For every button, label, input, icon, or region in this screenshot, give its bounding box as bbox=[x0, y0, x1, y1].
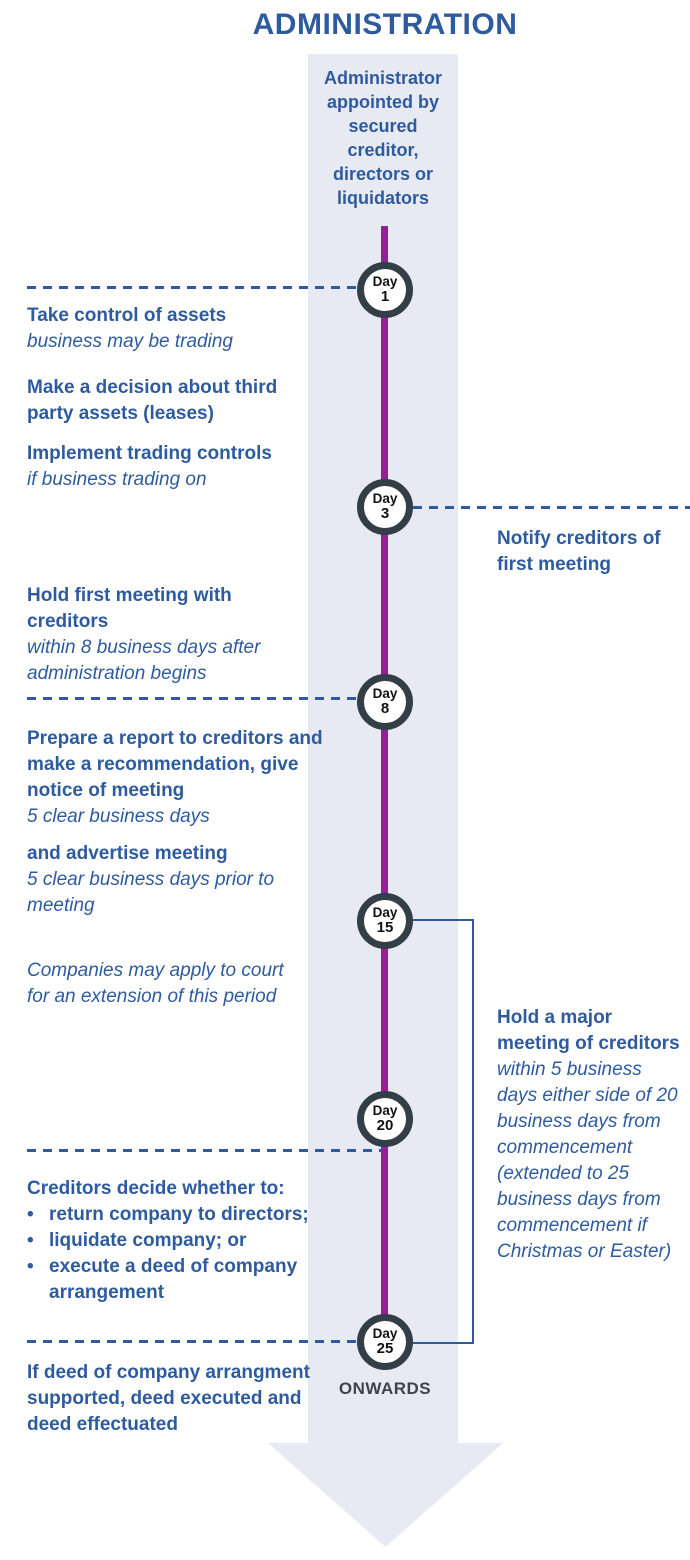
step-subtext: business may be trading bbox=[27, 331, 233, 352]
timeline-node-day25: Day 25 bbox=[357, 1314, 413, 1370]
list-item: • return company to directors; bbox=[27, 1202, 347, 1228]
step-title: If deed of company arrangment supported,… bbox=[27, 1362, 310, 1435]
note-text: Companies may apply to court for an exte… bbox=[27, 960, 284, 1007]
timeline-node-day1: Day 1 bbox=[357, 262, 413, 318]
bullet-icon: • bbox=[27, 1230, 34, 1251]
list-item-text: execute a deed of company arrangement bbox=[49, 1256, 298, 1303]
step-subtext: within 5 business days either side of 20… bbox=[497, 1059, 678, 1262]
step-title: Implement trading controls bbox=[27, 443, 272, 464]
node-label: Day bbox=[372, 274, 398, 289]
node-label: Day bbox=[372, 686, 398, 701]
timeline-node-day8: Day 8 bbox=[357, 674, 413, 730]
dashed-connector-day3 bbox=[413, 506, 690, 509]
page-title: ADMINISTRATION bbox=[252, 8, 518, 41]
timeline-node-day15: Day 15 bbox=[357, 893, 413, 949]
node-number: 1 bbox=[380, 288, 390, 305]
node-label: Day bbox=[372, 1103, 398, 1118]
step-title: Take control of assets bbox=[27, 305, 227, 326]
timeline-line bbox=[381, 226, 388, 1342]
step-title: and advertise meeting bbox=[27, 843, 228, 864]
step-title: Hold a major meeting of creditors bbox=[497, 1007, 680, 1054]
step-advertise-meeting: and advertise meeting 5 clear business d… bbox=[27, 841, 287, 919]
step-title: Make a decision about third party assets… bbox=[27, 377, 278, 424]
step-third-party-assets: Make a decision about third party assets… bbox=[27, 375, 327, 427]
node-number: 3 bbox=[380, 505, 390, 522]
step-title: Hold first meeting with creditors bbox=[27, 585, 232, 632]
step-prepare-report: Prepare a report to creditors and make a… bbox=[27, 726, 327, 830]
step-notify-creditors: Notify creditors of first meeting bbox=[497, 526, 682, 578]
list-item-text: liquidate company; or bbox=[49, 1230, 247, 1251]
dashed-connector-day20 bbox=[27, 1149, 383, 1152]
note-court-extension: Companies may apply to court for an exte… bbox=[27, 958, 297, 1010]
step-major-meeting: Hold a major meeting of creditors within… bbox=[497, 1005, 687, 1265]
node-number: 15 bbox=[376, 919, 394, 936]
bracket-day15-to-day25 bbox=[413, 919, 474, 1344]
step-subtext: 5 clear business days bbox=[27, 806, 210, 827]
step-title: Notify creditors of first meeting bbox=[497, 528, 661, 575]
list-item: • liquidate company; or bbox=[27, 1228, 347, 1254]
down-arrow-icon bbox=[268, 1443, 503, 1547]
step-trading-controls: Implement trading controls if business t… bbox=[27, 441, 327, 493]
step-subtext: 5 clear business days prior to meeting bbox=[27, 869, 275, 916]
dashed-connector-day25 bbox=[27, 1340, 356, 1343]
dashed-connector-day8 bbox=[27, 697, 358, 700]
list-item-text: return company to directors; bbox=[49, 1204, 309, 1225]
timeline-node-day3: Day 3 bbox=[357, 479, 413, 535]
step-first-meeting: Hold first meeting with creditors within… bbox=[27, 583, 277, 687]
step-deed-executed: If deed of company arrangment supported,… bbox=[27, 1360, 327, 1438]
timeline-node-day20: Day 20 bbox=[357, 1091, 413, 1147]
node-number: 8 bbox=[380, 700, 390, 717]
onwards-label: ONWARDS bbox=[338, 1379, 432, 1398]
step-title: Creditors decide whether to: bbox=[27, 1178, 285, 1199]
dashed-connector-day1 bbox=[27, 286, 357, 289]
timeline-header: Administrator appointed by secured credi… bbox=[323, 68, 442, 208]
node-label: Day bbox=[372, 491, 398, 506]
step-creditors-decide: Creditors decide whether to: • return co… bbox=[27, 1176, 347, 1306]
bullet-icon: • bbox=[27, 1204, 34, 1225]
node-number: 20 bbox=[376, 1117, 394, 1134]
bullet-icon: • bbox=[27, 1256, 34, 1277]
list-item: • execute a deed of company arrangement bbox=[27, 1254, 347, 1306]
step-take-control: Take control of assets business may be t… bbox=[27, 303, 327, 355]
step-subtext: if business trading on bbox=[27, 469, 207, 490]
node-number: 25 bbox=[376, 1340, 394, 1357]
step-title: Prepare a report to creditors and make a… bbox=[27, 728, 323, 801]
node-label: Day bbox=[372, 905, 398, 920]
decision-options-list: • return company to directors; • liquida… bbox=[27, 1202, 347, 1306]
node-label: Day bbox=[372, 1326, 398, 1341]
step-subtext: within 8 business days after administrat… bbox=[27, 637, 261, 684]
